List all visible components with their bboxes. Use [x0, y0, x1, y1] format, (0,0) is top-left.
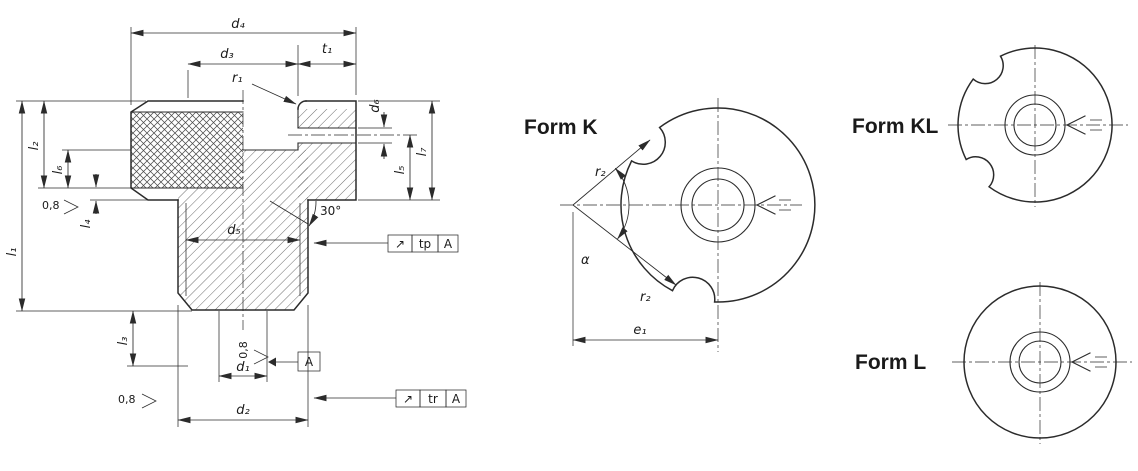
counterbore-fillet [297, 100, 307, 110]
dim-l2: l₂ [16, 100, 146, 189]
thread-lines [185, 203, 301, 296]
surface-finish-top: 0,8 [42, 199, 79, 215]
datum-triangle-icon [268, 357, 276, 367]
dim-label-l3: l₃ [116, 337, 131, 346]
dim-label-e1: e₁ [633, 323, 646, 338]
form-kl-title: Form KL [852, 115, 939, 138]
form-l-title: Form L [855, 351, 926, 374]
dim-label-l2: l₂ [27, 142, 42, 151]
dim-label-l6: l₆ [51, 166, 66, 175]
dim-label-chamfer-angle: 30° [320, 204, 341, 218]
dim-label-l7: l₇ [415, 147, 430, 157]
form-kl-view: Form KL [852, 45, 1128, 207]
runout-symbol-icon: ↗ [403, 392, 413, 406]
dim-r1: r₁ [232, 71, 297, 105]
radial-hole [297, 127, 357, 144]
surface-finish-icon [63, 199, 79, 215]
surface-finish-icon [141, 393, 157, 409]
form-k-view: Form K r₂ r₂ α e₁ [524, 98, 816, 352]
form-k-hole-direction-arrow-icon [756, 195, 791, 215]
dim-label-d6: d₆ [368, 99, 383, 112]
dim-label-d1: d₁ [236, 360, 249, 375]
dim-label-d4: d₄ [231, 17, 245, 32]
feature-control-frame-tr: ↗ tr A [313, 389, 467, 408]
datum-label: A [305, 355, 314, 369]
dim-label-d2: d₂ [236, 403, 249, 418]
dim-l4: l₄ [79, 174, 148, 228]
dim-label-d5: d₅ [227, 223, 240, 238]
form-l-view: Form L [855, 282, 1132, 444]
dim-label-l5: l₅ [393, 166, 408, 175]
dim-d4: d₄ [130, 17, 357, 105]
dim-r2-lower: r₂ [572, 204, 677, 305]
dim-label-l4: l₄ [79, 219, 94, 229]
dim-label-t1: t₁ [322, 42, 332, 57]
dim-d3: d₃ [187, 45, 299, 98]
dim-l1: l₁ [5, 100, 192, 312]
dim-l6: l₆ [51, 149, 131, 189]
dim-d1: d₁ [218, 311, 268, 382]
surface-finish-bottom: 0,8 [118, 393, 157, 409]
dim-label-l1: l₁ [5, 248, 20, 257]
form-kl-hole-direction-arrow-icon [1066, 115, 1102, 135]
runout-symbol-icon: ↗ [395, 237, 405, 251]
surface-finish-middle-value: 0,8 [237, 341, 250, 359]
form-k-title: Form K [524, 116, 598, 139]
surface-finish-icon [253, 349, 269, 365]
dim-label-d3: d₃ [220, 47, 233, 62]
form-l-hole-direction-arrow-icon [1071, 352, 1107, 372]
dim-r2-upper: r₂ [572, 139, 651, 206]
dim-d5: d₅ [185, 223, 301, 244]
dim-l3: l₃ [116, 310, 188, 367]
counterbore-wall-floor [242, 108, 299, 151]
dim-alpha: α [581, 167, 630, 268]
surface-finish-middle: 0,8 [237, 341, 269, 365]
dim-e1: e₁ [572, 212, 719, 346]
fcf-tr-value: tr [428, 392, 438, 406]
dim-l5: l₅ [393, 134, 414, 201]
form-k-outline [620, 107, 816, 303]
surface-finish-top-value: 0,8 [42, 199, 60, 212]
fcf-tp-datum: A [444, 237, 453, 251]
knurl-area [130, 111, 244, 189]
dim-chamfer-angle: 30° [269, 200, 341, 227]
dim-d6: d₆ [358, 99, 392, 159]
form-kl-outline [957, 47, 1113, 203]
dim-label-r2-lower: r₂ [640, 290, 651, 305]
dim-l7: l₇ [358, 100, 440, 201]
feature-control-frame-tp: ↗ tp A [313, 234, 459, 253]
section-view: d₄ d₃ t₁ r₁ d₆ l₅ [5, 17, 467, 427]
dim-label-r1: r₁ [232, 71, 243, 86]
datum-a: A [268, 351, 321, 372]
dim-label-alpha: α [581, 253, 590, 268]
head-right-profile [305, 100, 357, 201]
dim-d2: d₂ [177, 305, 309, 427]
fcf-tp-value: tp [419, 237, 431, 251]
dim-t1: t₁ [297, 42, 357, 68]
surface-finish-bottom-value: 0,8 [118, 393, 136, 406]
fcf-tr-datum: A [452, 392, 461, 406]
dim-label-r2-upper: r₂ [595, 165, 606, 180]
